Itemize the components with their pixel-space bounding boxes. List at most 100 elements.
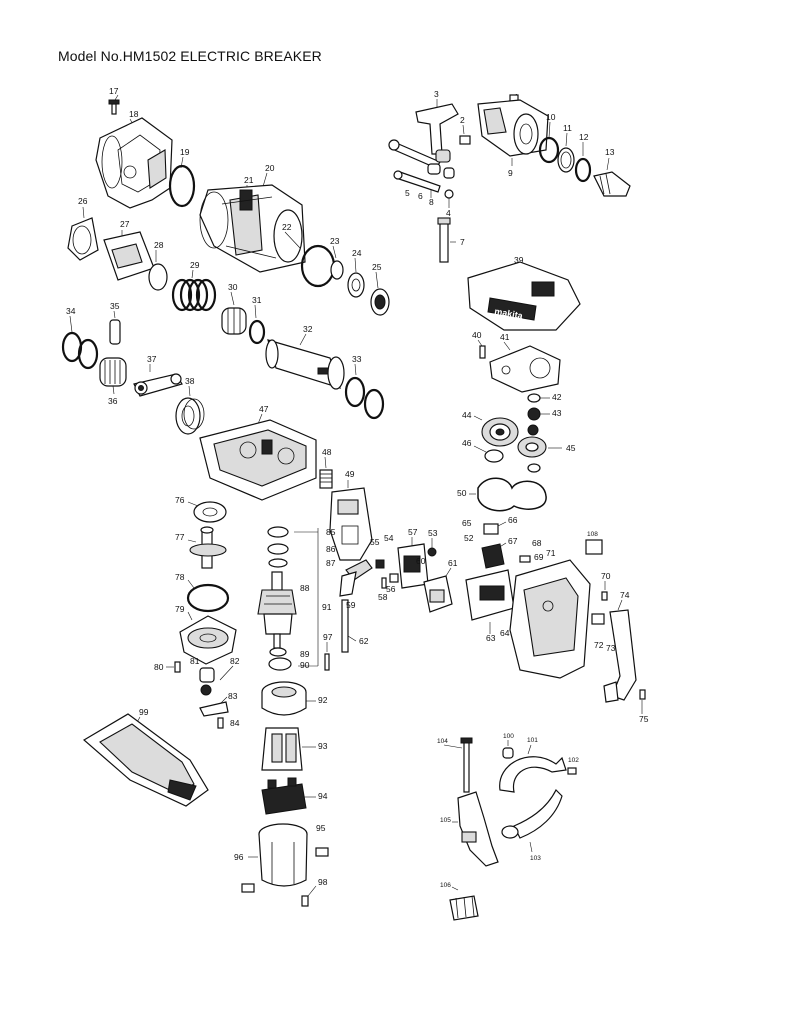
label-40: 40 [472,330,482,340]
label-88: 88 [300,583,310,593]
label-37: 37 [147,354,157,364]
label-87: 87 [326,558,336,568]
part-69-clip [519,555,531,563]
part-12-o-ring [574,157,592,183]
part-37-connecting-rod [133,373,183,397]
part-36-needle-bearing [99,357,127,387]
label-104: 104 [437,738,448,745]
label-28: 28 [154,240,164,250]
label-27: 27 [120,219,130,229]
label-83: 83 [228,691,238,701]
part-44-gear [481,417,519,447]
label-12: 12 [579,132,589,142]
part-87-insulation-washer [268,558,288,568]
label-31: 31 [252,295,262,305]
part-27-piston-sleeve [103,231,155,281]
part-59-62-cord-guard [339,559,373,653]
label-48: 48 [322,447,332,457]
label-66: 66 [508,515,518,525]
label-46: 46 [462,438,472,448]
part-35-pin [109,319,121,345]
label-5: 5 [405,188,410,198]
part-32-cylinder [265,339,345,390]
part-31-o-ring [248,319,266,345]
label-75: 75 [639,714,649,724]
label-93: 93 [318,741,328,751]
label-36: 36 [108,396,118,406]
label-6: 6 [418,191,423,201]
label-89: 89 [300,649,310,659]
label-7: 7 [460,237,465,247]
part-91-armature [257,571,297,649]
label-13: 13 [605,147,615,157]
part-42-washer [527,393,541,403]
part-80-screw [174,661,181,673]
label-34: 34 [66,306,76,316]
label-18: 18 [129,109,139,119]
label-68: 68 [532,538,542,548]
label-52: 52 [464,533,474,543]
part-75-screw [639,689,646,700]
label-82: 82 [230,656,240,666]
part-82-bearing [200,684,212,696]
label-10: 10 [546,112,556,122]
part-102-screw [567,767,577,775]
part-85-bearing [267,526,289,538]
label-29: 29 [190,260,200,270]
label-103: 103 [530,855,541,862]
label-97: 97 [323,632,333,642]
part-7-shaft [437,217,451,263]
label-92: 92 [318,695,328,705]
label-90: 90 [300,660,310,670]
label-96: 96 [234,852,244,862]
part-22-o-ring [300,244,336,288]
label-71: 71 [546,548,556,558]
label-2: 2 [460,115,465,125]
label-59: 59 [346,600,356,610]
part-29-spring [171,278,217,312]
part-41-gear-housing-cover [489,345,561,393]
part-96-motor-housing [258,823,308,887]
label-99: 99 [139,707,149,717]
part-90-bearing [268,657,292,671]
label-53: 53 [428,528,438,538]
label-76: 76 [175,495,185,505]
label-20: 20 [265,163,275,173]
label-105: 105 [440,817,451,824]
label-62: 62 [359,636,369,646]
part-67-controller [481,543,505,569]
label-56: 56 [386,584,396,594]
part-48-spring [319,469,333,489]
part-13-tool-holder [593,171,631,197]
part-23-washer [330,260,344,280]
label-9: 9 [508,168,513,178]
part-78-o-ring [186,583,230,613]
part-74-handle-grip [603,609,637,703]
label-64: 64 [500,628,510,638]
label-85: 85 [326,527,336,537]
label-101: 101 [527,737,538,744]
label-94: 94 [318,791,328,801]
part-40-screw [479,345,486,359]
part-92-baffle-plate [261,681,307,716]
part-small-clip [375,559,385,569]
part-47-crank-case [199,419,317,501]
label-44: 44 [462,410,472,420]
label-24: 24 [352,248,362,258]
label-81: 81 [190,656,200,666]
part-30-sleeve [221,307,247,335]
part-95-pad-b [241,883,255,893]
label-80: 80 [154,662,164,672]
part-89-washer [269,647,287,657]
label-45: 45 [566,443,576,453]
label-41: 41 [500,332,510,342]
label-17: 17 [109,86,119,96]
part-81-sleeve [199,667,215,683]
label-39: 39 [514,255,524,265]
label-60: 60 [416,556,426,566]
label-21: 21 [244,175,254,185]
part-72-switch-lever [591,613,605,625]
label-55: 55 [370,537,380,547]
label-43: 43 [552,408,562,418]
